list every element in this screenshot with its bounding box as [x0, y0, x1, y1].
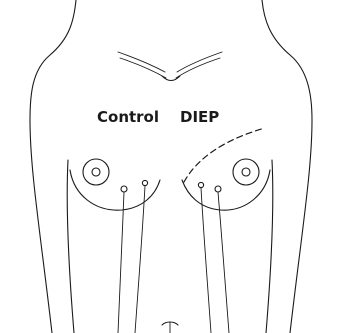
left-probe-cable-2: [135, 186, 145, 333]
left-probe-marker-1: [121, 186, 127, 192]
right-probe-marker-1: [198, 182, 203, 187]
right-probe-cable-2: [218, 192, 229, 333]
left-probe-cable-1: [118, 192, 124, 333]
diep-flap-dashed-outline: [184, 128, 265, 182]
right-areola: [233, 159, 259, 185]
left-probe-marker-2: [142, 180, 147, 185]
left-shoulder-outline: [30, 0, 76, 333]
left-nipple: [92, 168, 100, 176]
right-probe-cable-1: [201, 188, 211, 333]
left-areola: [83, 159, 109, 185]
right-nipple: [242, 168, 250, 176]
left-clavicle: [118, 52, 165, 72]
control-label: Control: [97, 108, 159, 126]
left-arm-inner-line: [67, 160, 74, 333]
right-clavicle: [177, 52, 222, 72]
right-arm-inner-line: [266, 160, 273, 333]
left-clavicle-lower: [120, 58, 166, 78]
right-probe-marker-2: [215, 186, 221, 192]
diep-label: DIEP: [180, 108, 219, 126]
right-breast-outline: [182, 170, 270, 210]
